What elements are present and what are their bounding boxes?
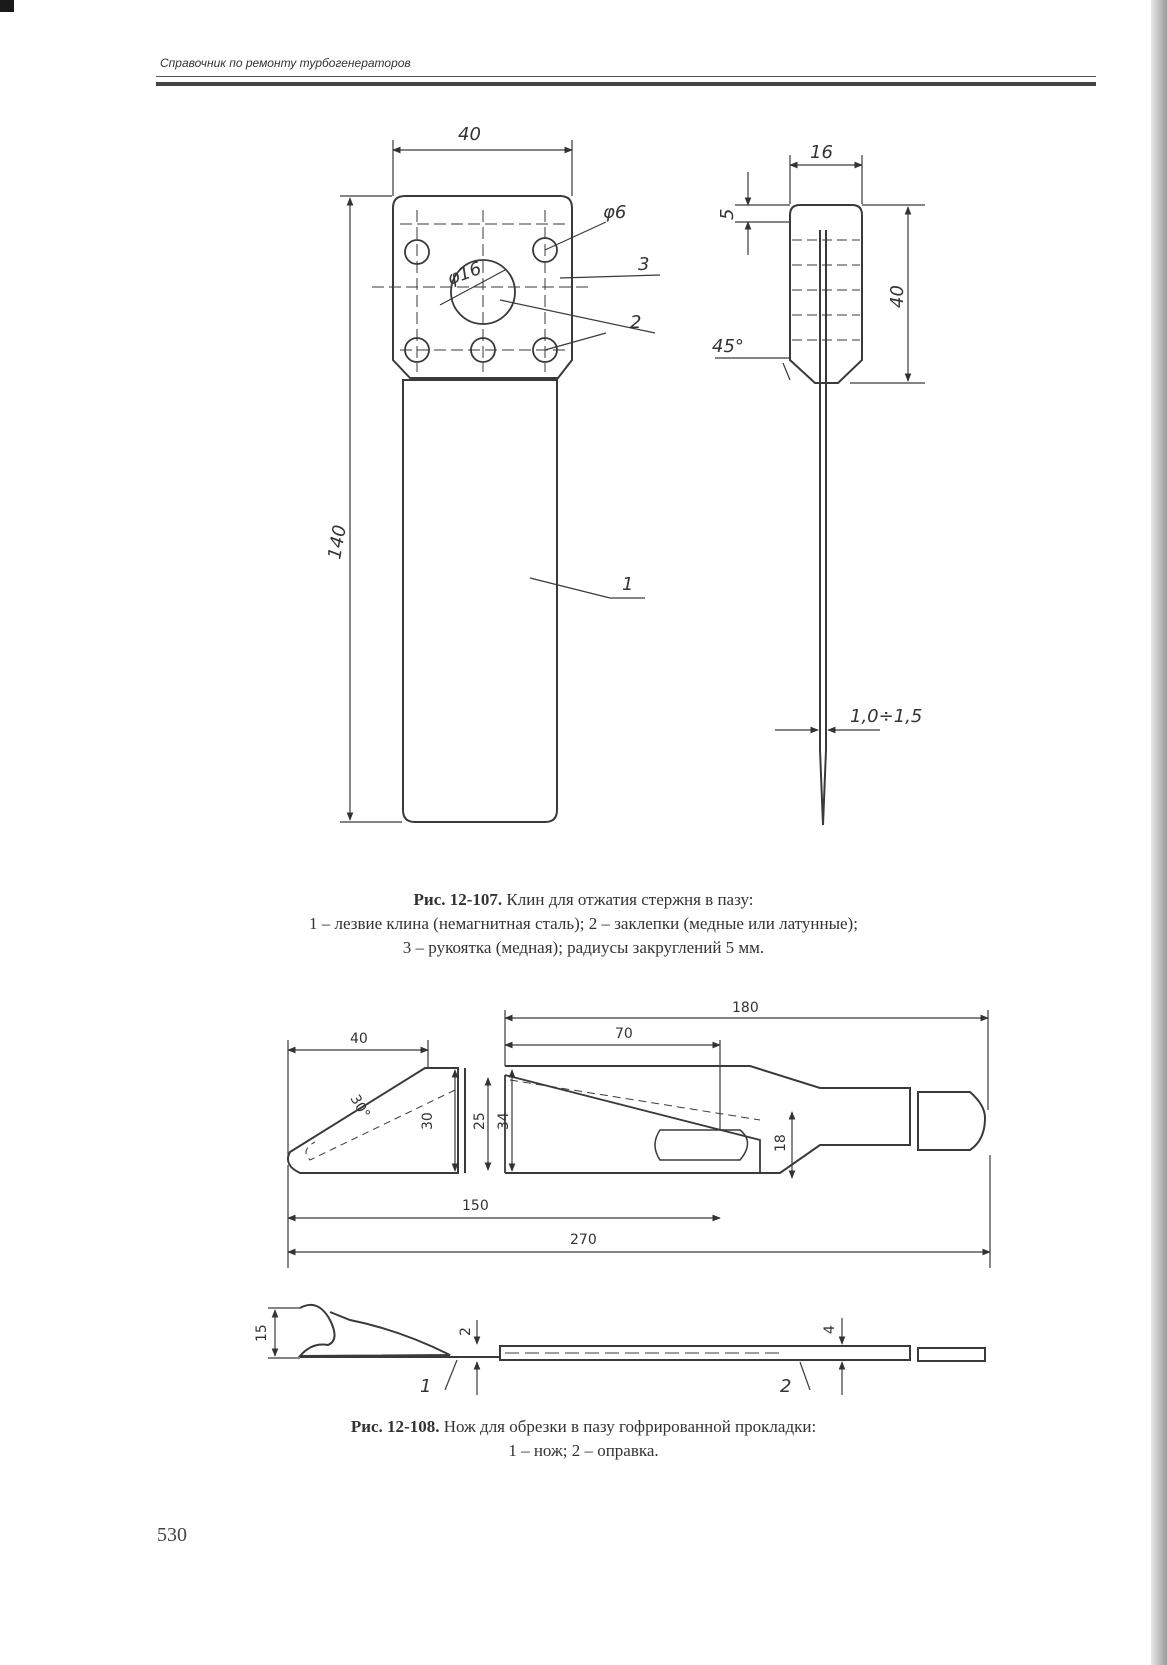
dim-4: 4 [822,1325,838,1334]
figure-107-caption-line3: 3 – рукоятка (медная); радиусы закруглен… [402,938,765,957]
dim-15: 15 [254,1324,270,1342]
callout-handle: 3 [638,254,649,275]
rivet-holes [404,237,558,363]
figure-108-caption-title-line: Рис. 12-108. Нож для обрезки в пазу гофр… [0,1415,1167,1439]
wedge-handle-plate [392,195,573,379]
figure-107-side-view [715,155,925,826]
dim-180: 180 [732,1000,759,1016]
figure-108-side-view [268,1304,986,1395]
dim-head-40: 40 [887,285,908,308]
scan-corner-mark [0,0,14,12]
mandrel-handle [917,1091,987,1151]
dim-30: 30 [420,1112,436,1130]
callout-blade: 1 [622,574,633,595]
dim-width-40: 40 [458,124,481,145]
dim-40: 40 [350,1031,368,1047]
dim-70: 70 [615,1026,633,1042]
dim-blade-thickness: 1,0÷1,5 [850,706,922,727]
wedge-blade [402,379,558,823]
dim-length-140: 140 [324,523,351,560]
mandrel-side-handle [917,1347,986,1362]
dim-34: 34 [496,1112,512,1130]
dim-270: 270 [570,1232,597,1248]
dim-thickness-16: 16 [810,142,833,163]
running-head: Справочник по ремонту турбогенераторов [160,56,411,70]
knife-blade-plan [287,1067,459,1174]
figure-107-caption-line2: 1 – лезвие клина (немагнитная сталь); 2 … [309,914,858,933]
figure-108-caption-line2: 1 – нож; 2 – оправка. [508,1441,659,1460]
header-rule-thick [156,82,1096,86]
figure-107-caption-title-line: Рис. 12-107. Клин для отжатия стержня в … [0,888,1167,912]
dim-150: 150 [462,1198,489,1214]
dim-18: 18 [773,1134,789,1152]
figure-108-title: Нож для обрезки в пазу гофрированной про… [439,1417,817,1436]
dim-edge-5: 5 [717,209,738,220]
figure-108-plan-view [287,1010,991,1268]
dim-2: 2 [458,1327,474,1336]
dim-angle-45: 45° [712,336,744,357]
callout-knife: 1 [420,1376,431,1397]
figure-107-label: Рис. 12-107. [413,890,503,909]
callout-rivets: 2 [630,312,641,333]
figure-107-drawing [340,140,661,823]
page-number: 530 [157,1524,187,1546]
figure-107-title: Клин для отжатия стержня в пазу: [502,890,754,909]
wedge-side-head [789,204,863,384]
dim-angle-30: 30° [347,1092,373,1122]
callout-mandrel: 2 [780,1376,791,1397]
header-rule-thin [156,76,1096,77]
figure-108-caption: Рис. 12-108. Нож для обрезки в пазу гофр… [0,1415,1167,1463]
mandrel-side-profile [499,1345,911,1361]
figure-108-label: Рис. 12-108. [350,1417,440,1436]
knife-side-profile [297,1304,451,1358]
scan-page-edge [1151,0,1167,1665]
mandrel-plan [505,1065,911,1174]
dim-25: 25 [472,1112,488,1130]
dim-hole-small: φ6 [603,202,626,223]
figure-107-caption: Рис. 12-107. Клин для отжатия стержня в … [0,888,1167,960]
